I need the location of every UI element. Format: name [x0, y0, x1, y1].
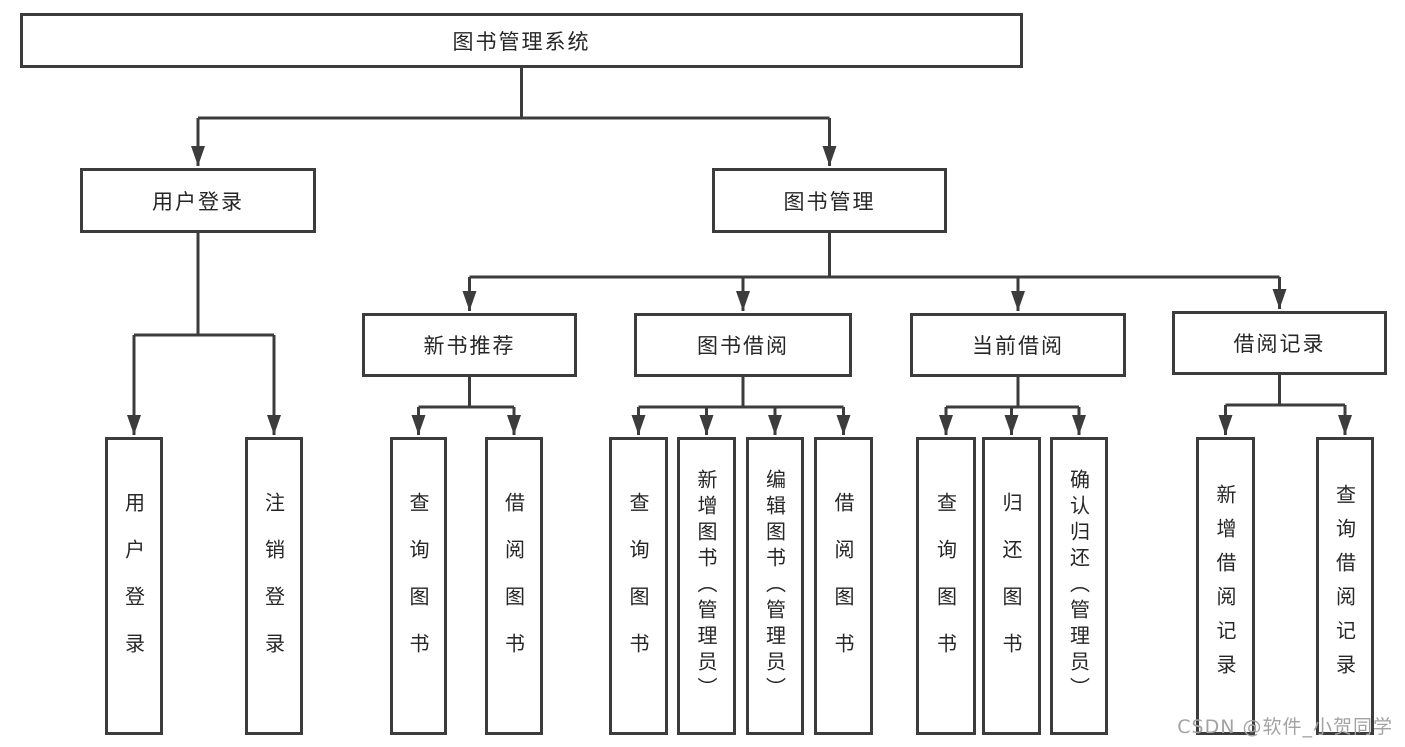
leaf-confirm-return-admin-label: 确认归还（管理员） — [1066, 469, 1091, 703]
node-user-login-label: 用户登录 — [152, 189, 244, 214]
node-book-borrow-label: 图书借阅 — [697, 334, 789, 358]
leaf-query-borrow-record: 查询借阅记录 — [1316, 437, 1374, 735]
leaf-borrow-books-label: 借阅图书 — [831, 492, 855, 680]
leaf-query-books-recommend-label: 查询图书 — [406, 492, 430, 680]
leaf-query-books-borrow: 查询图书 — [609, 437, 668, 735]
node-current-borrow-label: 当前借阅 — [972, 334, 1064, 358]
leaf-add-books-admin: 新增图书（管理员） — [677, 437, 736, 735]
node-root-label: 图书管理系统 — [452, 29, 591, 54]
leaf-user-login: 用户登录 — [105, 437, 163, 735]
node-book-management: 图书管理 — [712, 168, 947, 233]
leaf-add-books-admin-label: 新增图书（管理员） — [694, 469, 718, 703]
leaf-edit-books-admin-label: 编辑图书（管理员） — [762, 469, 787, 703]
watermark-text: CSDN @软件_小贺同学 — [1177, 716, 1393, 738]
leaf-query-books-recommend: 查询图书 — [390, 437, 447, 735]
leaf-add-borrow-record: 新增借阅记录 — [1196, 437, 1255, 735]
node-current-borrow: 当前借阅 — [910, 313, 1126, 377]
node-book-management-label: 图书管理 — [783, 189, 876, 214]
node-new-book-recommend: 新书推荐 — [362, 313, 577, 377]
leaf-borrow-books-recommend-label: 借阅图书 — [501, 492, 526, 680]
leaf-return-books: 归还图书 — [982, 437, 1041, 735]
node-book-borrow: 图书借阅 — [634, 313, 852, 377]
node-user-login: 用户登录 — [80, 168, 316, 233]
leaf-return-books-label: 归还图书 — [999, 492, 1023, 680]
node-borrow-records: 借阅记录 — [1172, 311, 1387, 375]
leaf-confirm-return-admin: 确认归还（管理员） — [1050, 437, 1108, 735]
node-borrow-records-label: 借阅记录 — [1233, 332, 1326, 356]
node-new-book-recommend-label: 新书推荐 — [423, 334, 516, 358]
leaf-edit-books-admin: 编辑图书（管理员） — [746, 437, 804, 735]
leaf-user-login-label: 用户登录 — [121, 492, 146, 680]
node-root: 图书管理系统 — [20, 13, 1023, 68]
leaf-logout-label: 注销登录 — [261, 492, 286, 680]
leaf-query-books-current: 查询图书 — [916, 437, 976, 735]
leaf-add-borrow-record-label: 新增借阅记录 — [1213, 484, 1237, 688]
leaf-borrow-books-recommend: 借阅图书 — [485, 437, 543, 735]
leaf-query-books-current-label: 查询图书 — [933, 492, 958, 680]
leaf-query-borrow-record-label: 查询借阅记录 — [1332, 484, 1357, 688]
leaf-logout: 注销登录 — [245, 437, 303, 735]
leaf-query-books-borrow-label: 查询图书 — [626, 492, 650, 680]
leaf-borrow-books: 借阅图书 — [814, 437, 873, 735]
